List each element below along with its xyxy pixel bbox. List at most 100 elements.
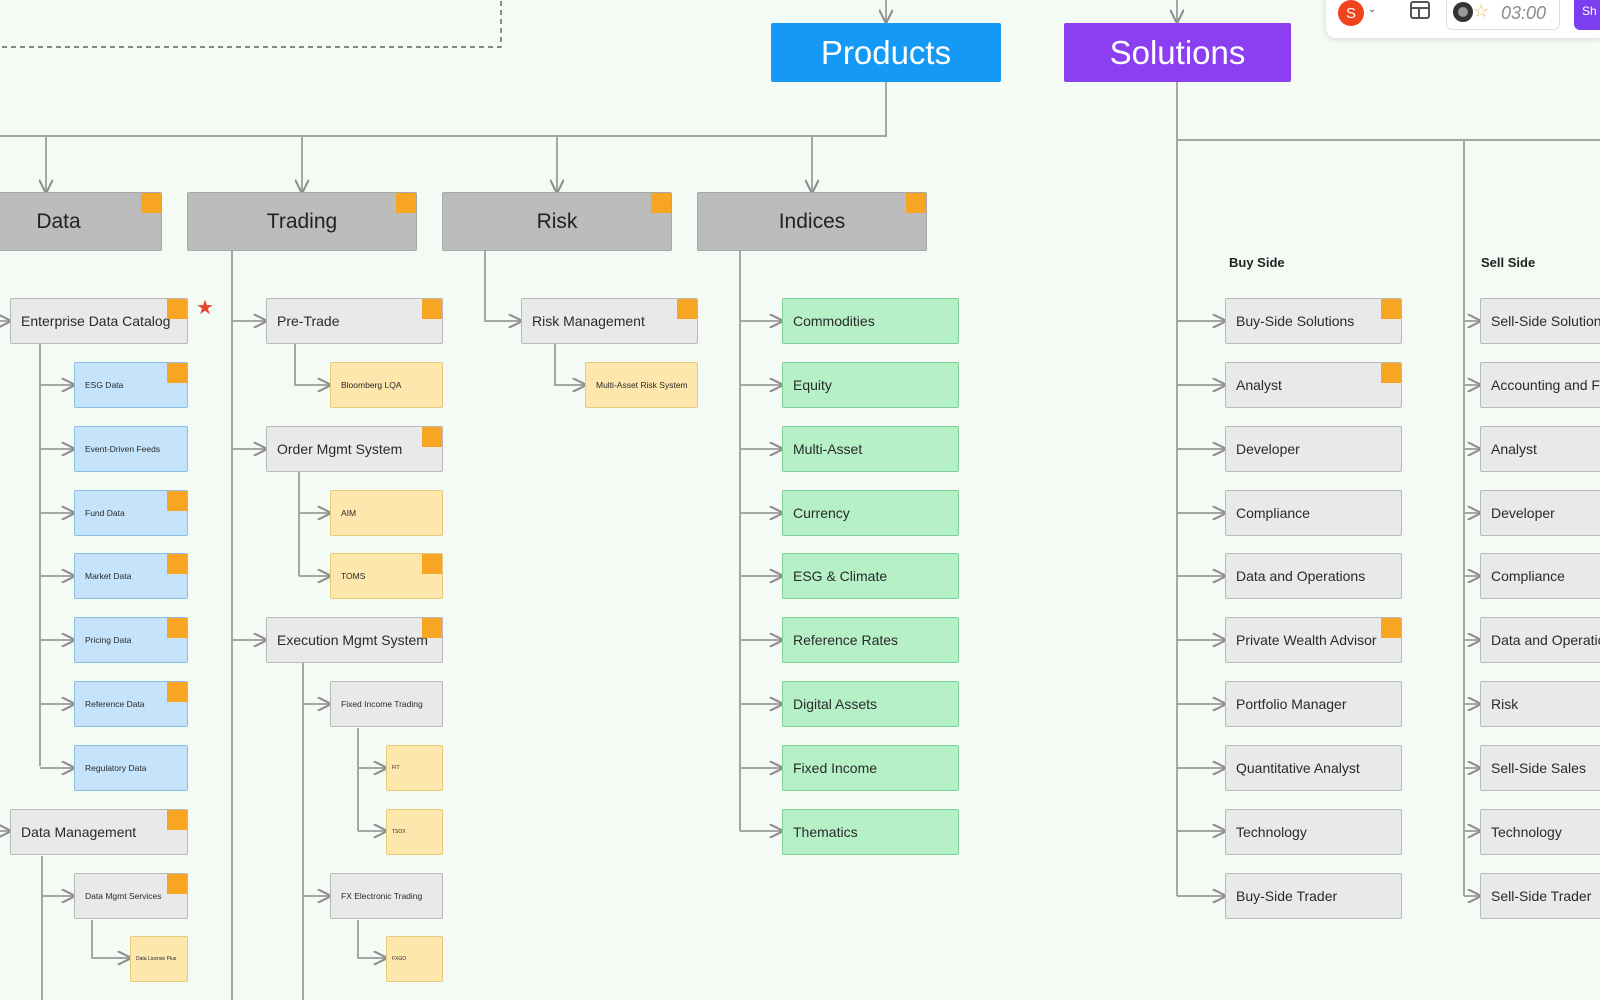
node-label: Reference Rates	[793, 632, 899, 648]
node-label: Fixed Income	[793, 760, 878, 776]
reference-data-node[interactable]: Reference Data	[74, 681, 188, 727]
sell-side-analyst-node[interactable]: Analyst	[1480, 426, 1600, 472]
data-mgmt-services-node[interactable]: Data Mgmt Services	[74, 873, 188, 919]
sell-side-accounting-node[interactable]: Accounting and Fi	[1480, 362, 1600, 408]
sell-side-risk-node[interactable]: Risk	[1480, 681, 1600, 727]
node-label: Compliance	[1491, 568, 1565, 584]
esg-data-node[interactable]: ESG Data	[74, 362, 188, 408]
buy-side-private-wealth-node[interactable]: Private Wealth Advisor	[1225, 617, 1402, 663]
node-label: Digital Assets	[793, 696, 878, 712]
sell-side-developer-node[interactable]: Developer	[1480, 490, 1600, 536]
sell-side-trader-node[interactable]: Sell-Side Trader	[1480, 873, 1600, 919]
layout-icon[interactable]	[1410, 1, 1430, 19]
node-label: Equity	[793, 377, 832, 393]
user-avatar[interactable]: S	[1338, 0, 1364, 26]
indices-equity-node[interactable]: Equity	[782, 362, 959, 408]
timer-icon	[1453, 2, 1473, 22]
indices-esg-climate-node[interactable]: ESG & Climate	[782, 553, 959, 599]
risk-management-node[interactable]: Risk Management	[521, 298, 698, 344]
fxgo-node[interactable]: FXGO	[386, 936, 443, 982]
node-label: Portfolio Manager	[1236, 696, 1347, 712]
aim-node[interactable]: AIM	[330, 490, 443, 536]
sell-side-sales-node[interactable]: Sell-Side Sales	[1480, 745, 1600, 791]
sell-side-technology-node[interactable]: Technology	[1480, 809, 1600, 855]
chevron-down-icon[interactable]: ⌄	[1368, 4, 1377, 15]
fx-electronic-trading-node[interactable]: FX Electronic Trading	[330, 873, 443, 919]
node-label: Event-Driven Feeds	[85, 444, 161, 454]
sell-side-label: Sell Side	[1481, 255, 1536, 270]
flag-icon	[906, 193, 926, 213]
regulatory-data-node[interactable]: Regulatory Data	[74, 745, 188, 791]
flag-icon	[1381, 299, 1401, 319]
sell-side-solution-node[interactable]: Sell-Side Solution	[1480, 298, 1600, 344]
node-label: Quantitative Analyst	[1236, 760, 1360, 776]
node-label: Data Management	[21, 824, 137, 840]
buy-side-data-operations-node[interactable]: Data and Operations	[1225, 553, 1402, 599]
trading-category[interactable]: Trading	[187, 192, 417, 251]
buy-side-trader-node[interactable]: Buy-Side Trader	[1225, 873, 1402, 919]
star-icon: ★	[196, 297, 214, 319]
node-label: Thematics	[793, 824, 858, 840]
indices-multi-asset-node[interactable]: Multi-Asset	[782, 426, 959, 472]
bloomberg-lqa-node[interactable]: Bloomberg LQA	[330, 362, 443, 408]
sell-side-data-operations-node[interactable]: Data and Operatio	[1480, 617, 1600, 663]
buy-side-compliance-node[interactable]: Compliance	[1225, 490, 1402, 536]
flag-icon	[167, 682, 187, 702]
flag-icon	[422, 618, 442, 638]
buy-side-quant-analyst-node[interactable]: Quantitative Analyst	[1225, 745, 1402, 791]
collaboration-toolbar: S ⌄ ☆ 03:00	[1326, 0, 1600, 38]
pricing-data-node[interactable]: Pricing Data	[74, 617, 188, 663]
node-label: Developer	[1236, 441, 1300, 457]
market-data-node[interactable]: Market Data	[74, 553, 188, 599]
indices-reference-rates-node[interactable]: Reference Rates	[782, 617, 959, 663]
node-label: Risk	[1491, 696, 1519, 712]
flag-icon	[167, 299, 187, 319]
sparkle-icon: ☆	[1473, 1, 1490, 21]
buy-side-technology-node[interactable]: Technology	[1225, 809, 1402, 855]
multi-asset-risk-system-node[interactable]: Multi-Asset Risk System	[585, 362, 698, 408]
data-category[interactable]: Data	[0, 192, 162, 251]
toms-node[interactable]: TOMS	[330, 553, 443, 599]
indices-fixed-income-node[interactable]: Fixed Income	[782, 745, 959, 791]
indices-digital-assets-node[interactable]: Digital Assets	[782, 681, 959, 727]
fit-node[interactable]: FIT	[386, 745, 443, 791]
products-node[interactable]: Products	[771, 23, 1001, 82]
share-button[interactable]: Sh	[1574, 0, 1600, 30]
node-label: ESG Data	[85, 380, 124, 390]
node-label: Developer	[1491, 505, 1555, 521]
node-label: ESG & Climate	[793, 568, 888, 584]
buy-side-portfolio-manager-node[interactable]: Portfolio Manager	[1225, 681, 1402, 727]
enterprise-data-catalog-node[interactable]: Enterprise Data Catalog	[10, 298, 188, 344]
buy-side-developer-node[interactable]: Developer	[1225, 426, 1402, 472]
sell-side-compliance-node[interactable]: Compliance	[1480, 553, 1600, 599]
tsox-node[interactable]: TSOX	[386, 809, 443, 855]
data-license-plus-node[interactable]: Data License Plus	[130, 936, 188, 982]
timer-widget[interactable]: ☆ 03:00	[1446, 0, 1560, 30]
buy-side-solutions-node[interactable]: Buy-Side Solutions	[1225, 298, 1402, 344]
flag-icon	[141, 193, 161, 213]
execution-mgmt-system-node[interactable]: Execution Mgmt System	[266, 617, 443, 663]
pre-trade-node[interactable]: Pre-Trade	[266, 298, 443, 344]
risk-category[interactable]: Risk	[442, 192, 672, 251]
node-label: Technology	[1491, 824, 1562, 840]
buy-side-analyst-node[interactable]: Analyst	[1225, 362, 1402, 408]
order-mgmt-system-node[interactable]: Order Mgmt System	[266, 426, 443, 472]
indices-commodities-node[interactable]: Commodities	[782, 298, 959, 344]
node-label: Compliance	[1236, 505, 1310, 521]
node-label: Multi-Asset Risk System	[596, 380, 688, 390]
fund-data-node[interactable]: Fund Data	[74, 490, 188, 536]
timer-value: 03:00	[1501, 3, 1547, 23]
node-label: Market Data	[85, 571, 132, 581]
data-management-node[interactable]: Data Management	[10, 809, 188, 855]
indices-category[interactable]: Indices	[697, 192, 927, 251]
fixed-income-trading-node[interactable]: Fixed Income Trading	[330, 681, 443, 727]
indices-thematics-node[interactable]: Thematics	[782, 809, 959, 855]
event-driven-feeds-node[interactable]: Event-Driven Feeds	[74, 426, 188, 472]
node-label: FX Electronic Trading	[341, 891, 423, 901]
solutions-node[interactable]: Solutions	[1064, 23, 1291, 82]
indices-currency-node[interactable]: Currency	[782, 490, 959, 536]
node-label: Sell-Side Solution	[1491, 313, 1600, 329]
flag-icon	[167, 491, 187, 511]
trading-category-label: Trading	[266, 209, 338, 233]
